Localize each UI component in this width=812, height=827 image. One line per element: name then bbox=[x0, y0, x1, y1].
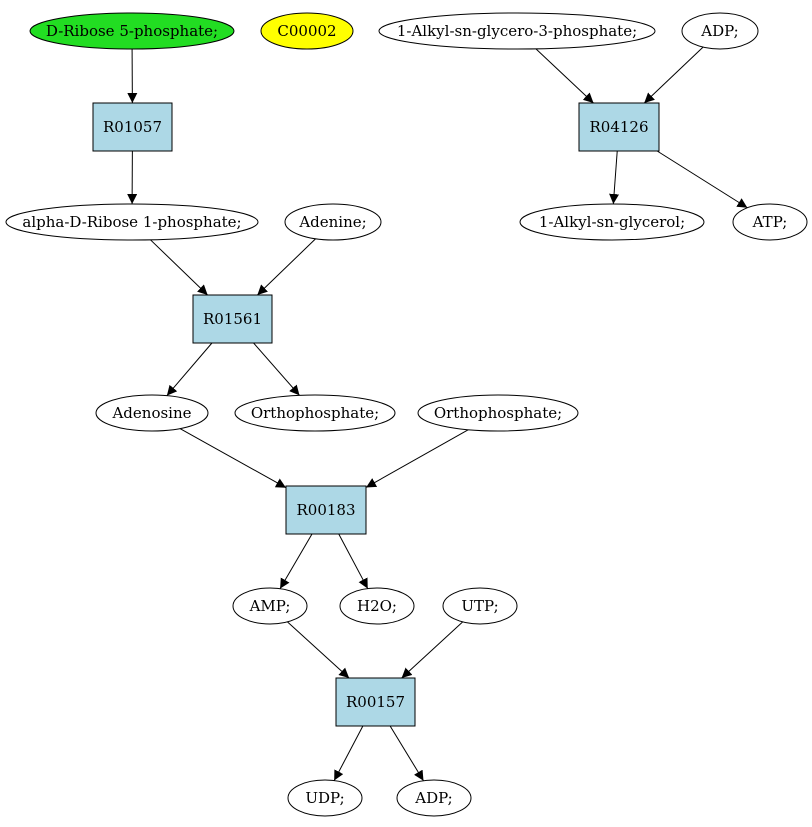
node-label: AMP; bbox=[249, 597, 291, 615]
node-label: 1-Alkyl-sn-glycero-3-phosphate; bbox=[397, 22, 637, 40]
compound-node-adp-top[interactable]: ADP; bbox=[681, 12, 759, 50]
reaction-node-r01561[interactable]: R01561 bbox=[192, 294, 273, 344]
compound-ellipse bbox=[260, 12, 354, 50]
compound-ellipse bbox=[339, 587, 415, 625]
compound-node-udp[interactable]: UDP; bbox=[287, 779, 363, 817]
node-label: R00183 bbox=[296, 501, 355, 519]
node-label: Orthophosphate; bbox=[251, 404, 379, 422]
compound-node-alkyl-glycerol[interactable]: 1-Alkyl-sn-glycerol; bbox=[519, 203, 705, 241]
edge-alkyl-glycero-3-phosphate-to-r04126 bbox=[535, 48, 594, 104]
reaction-box bbox=[92, 102, 173, 152]
compound-node-adp-bottom[interactable]: ADP; bbox=[396, 779, 472, 817]
compound-node-amp[interactable]: AMP; bbox=[232, 587, 308, 625]
node-label: R01561 bbox=[203, 310, 262, 328]
nodes-layer: D-Ribose 5-phosphate; C00002 1-Alkyl-sn-gl… bbox=[5, 12, 808, 817]
reaction-box bbox=[578, 102, 660, 152]
node-label: 1-Alkyl-sn-glycerol; bbox=[539, 213, 685, 231]
node-label: alpha-D-Ribose 1-phosphate; bbox=[22, 213, 241, 231]
reaction-box bbox=[335, 677, 416, 727]
edge-utp-to-r00157 bbox=[401, 621, 464, 679]
node-label: Adenine; bbox=[298, 213, 366, 231]
compound-node-adenine[interactable]: Adenine; bbox=[284, 203, 382, 241]
compound-ellipse bbox=[442, 587, 518, 625]
compound-node-alpha-d-ribose-1-phosphate[interactable]: alpha-D-Ribose 1-phosphate; bbox=[5, 203, 259, 241]
edge-r04126-to-atp bbox=[656, 150, 748, 209]
edge-r00157-to-adp-bottom bbox=[389, 725, 424, 782]
compound-ellipse bbox=[732, 203, 808, 241]
node-label: ATP; bbox=[752, 213, 788, 231]
compound-node-h2o[interactable]: H2O; bbox=[339, 587, 415, 625]
node-label: C00002 bbox=[277, 22, 336, 40]
compound-ellipse bbox=[95, 394, 209, 432]
edge-amp-to-r00157 bbox=[287, 621, 350, 679]
edge-orthophosphate-2-to-r00183 bbox=[365, 429, 469, 488]
compound-ellipse bbox=[417, 394, 579, 432]
node-label: R04126 bbox=[589, 118, 648, 136]
reaction-node-r01057[interactable]: R01057 bbox=[92, 102, 173, 152]
compound-node-c00002[interactable]: C00002 bbox=[260, 12, 354, 50]
node-label: UDP; bbox=[305, 789, 344, 807]
node-label: R00157 bbox=[346, 693, 405, 711]
edge-r01561-to-orthophosphate-1 bbox=[253, 342, 300, 396]
node-label: H2O; bbox=[357, 597, 397, 615]
compound-ellipse bbox=[287, 779, 363, 817]
reaction-box bbox=[192, 294, 273, 344]
reaction-node-r00157[interactable]: R00157 bbox=[335, 677, 416, 727]
compound-node-d-ribose-5-phosphate[interactable]: D-Ribose 5-phosphate; bbox=[29, 12, 235, 50]
edge-alpha-d-ribose-1-phosphate-to-r01561 bbox=[150, 239, 208, 296]
node-label: ADP; bbox=[700, 22, 738, 40]
reaction-box bbox=[285, 485, 367, 535]
compound-ellipse bbox=[519, 203, 705, 241]
edge-adenine-to-r01561 bbox=[257, 238, 316, 296]
edge-r00183-to-amp bbox=[279, 533, 313, 589]
compound-ellipse bbox=[284, 203, 382, 241]
compound-node-adenosine[interactable]: Adenosine bbox=[95, 394, 209, 432]
node-label: Orthophosphate; bbox=[434, 404, 562, 422]
compound-node-orthophosphate-2[interactable]: Orthophosphate; bbox=[417, 394, 579, 432]
edge-r00157-to-udp bbox=[333, 725, 364, 781]
compound-ellipse bbox=[681, 12, 759, 50]
node-label: Adenosine bbox=[111, 404, 191, 422]
edges-layer bbox=[127, 46, 748, 782]
edge-r04126-to-alkyl-glycerol bbox=[609, 150, 620, 205]
compound-ellipse bbox=[378, 12, 656, 50]
edge-adenosine-to-r00183 bbox=[179, 428, 287, 489]
edge-r00183-to-h2o bbox=[338, 533, 369, 589]
compound-ellipse bbox=[29, 12, 235, 50]
compound-ellipse bbox=[232, 587, 308, 625]
edge-adp-top-to-r04126 bbox=[643, 46, 704, 104]
compound-ellipse bbox=[234, 394, 396, 432]
compound-node-utp[interactable]: UTP; bbox=[442, 587, 518, 625]
node-label: UTP; bbox=[461, 597, 498, 615]
compound-node-alkyl-glycero-3-phosphate[interactable]: 1-Alkyl-sn-glycero-3-phosphate; bbox=[378, 12, 656, 50]
node-label: D-Ribose 5-phosphate; bbox=[46, 22, 218, 40]
node-label: ADP; bbox=[414, 789, 452, 807]
node-label: R01057 bbox=[103, 118, 162, 136]
compound-ellipse bbox=[5, 203, 259, 241]
compound-node-atp[interactable]: ATP; bbox=[732, 203, 808, 241]
compound-ellipse bbox=[396, 779, 472, 817]
reaction-node-r00183[interactable]: R00183 bbox=[285, 485, 367, 535]
edge-r01561-to-adenosine bbox=[166, 342, 213, 396]
compound-node-orthophosphate-1[interactable]: Orthophosphate; bbox=[234, 394, 396, 432]
reaction-node-r04126[interactable]: R04126 bbox=[578, 102, 660, 152]
